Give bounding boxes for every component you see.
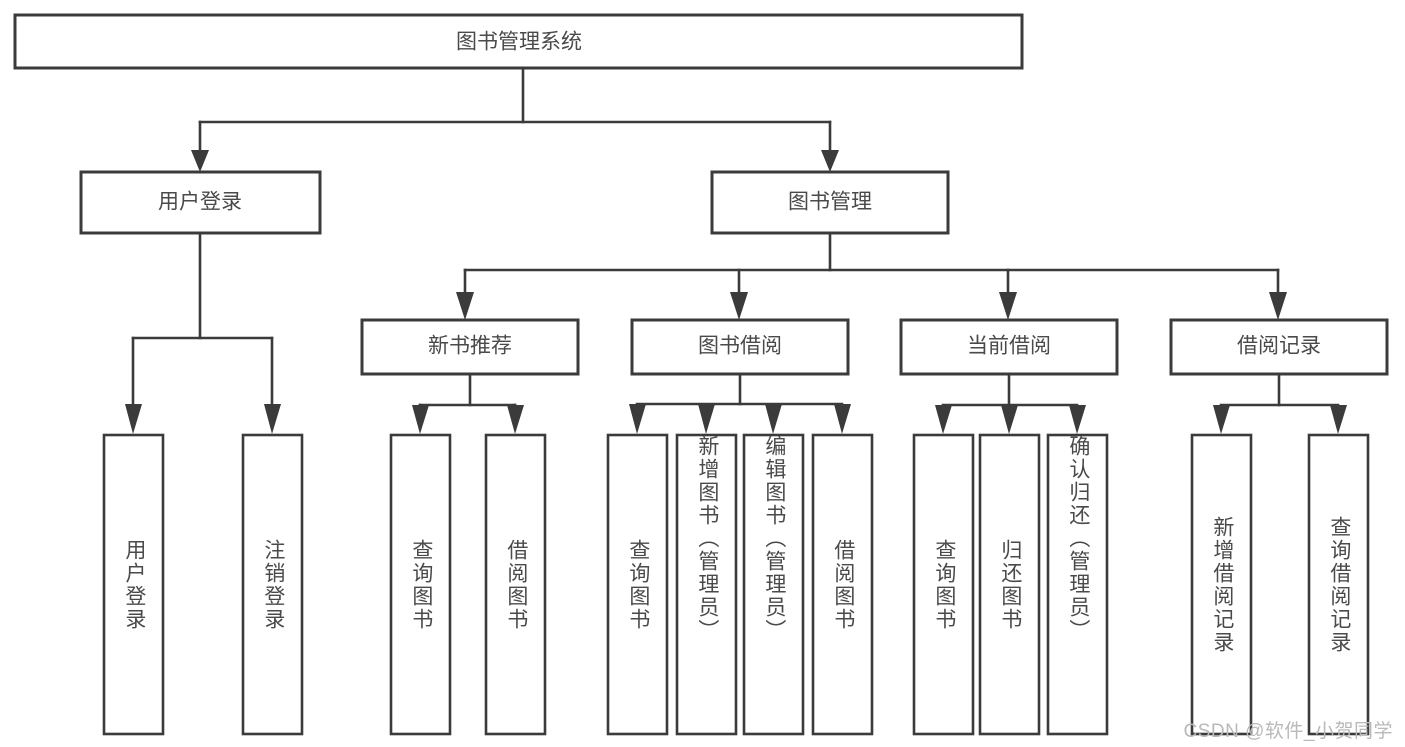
- leaf-query-record-box[interactable]: [1307, 433, 1370, 736]
- leaf-query-book-1-box[interactable]: [389, 433, 452, 736]
- arrowhead-current-borrow: [999, 292, 1017, 320]
- leaf-user-login-box[interactable]: [102, 433, 165, 736]
- arrowhead-leaf-query-book-2: [629, 404, 646, 434]
- arrowhead-leaf-add-record: [1213, 405, 1230, 434]
- leaf-return-book-box[interactable]: [978, 433, 1041, 736]
- connector-group-current-borrow: [935, 372, 1086, 434]
- node-book-borrow-label: 图书借阅: [698, 335, 782, 358]
- leaf-boxes: [102, 433, 1370, 736]
- node-book-management-label: 图书管理: [788, 191, 872, 214]
- arrowhead-leaf-query-record: [1330, 405, 1347, 434]
- node-book-management-system[interactable]: 图书管理系统: [13, 13, 1024, 70]
- node-user-login[interactable]: 用户登录: [79, 170, 322, 235]
- arrowhead-leaf-add-book: [698, 404, 715, 434]
- leaf-query-book-3-box[interactable]: [912, 433, 975, 736]
- connector-group-user-login: [125, 231, 281, 434]
- arrowhead-leaf-query-book-1: [412, 405, 429, 434]
- arrowhead-leaf-borrow-book-1: [507, 405, 524, 434]
- arrowhead-leaf-confirm-return: [1069, 405, 1086, 434]
- node-current-borrow-box[interactable]: [899, 318, 1119, 376]
- leaf-add-record-box[interactable]: [1190, 433, 1253, 736]
- node-user-login-box[interactable]: [79, 170, 322, 235]
- leaf-add-book-box[interactable]: [675, 433, 738, 736]
- node-book-management-box[interactable]: [710, 170, 950, 235]
- arrowhead-user-login: [191, 150, 209, 172]
- node-current-borrow-label: 当前借阅: [967, 335, 1051, 358]
- node-borrow-record-label: 借阅记录: [1237, 335, 1321, 358]
- arrowhead-new-book-recommend: [456, 292, 474, 320]
- connector-group-new-book-recommend: [412, 372, 524, 434]
- leaf-borrow-book-1-box[interactable]: [484, 433, 547, 736]
- leaf-edit-book-box[interactable]: [742, 433, 805, 736]
- node-book-management-system-label: 图书管理系统: [456, 31, 582, 54]
- node-current-borrow[interactable]: 当前借阅: [899, 318, 1119, 376]
- node-borrow-record-box[interactable]: [1169, 318, 1389, 376]
- arrowhead-book-management: [821, 150, 839, 172]
- connector-group-borrow-record: [1213, 372, 1347, 434]
- arrowhead-leaf-edit-book: [765, 404, 782, 434]
- node-new-book-recommend[interactable]: 新书推荐: [360, 318, 580, 376]
- arrowhead-leaf-logout-login: [264, 404, 281, 434]
- leaf-logout-login-box[interactable]: [241, 433, 304, 736]
- leaf-query-book-2-box[interactable]: [606, 433, 669, 736]
- leaf-confirm-return-box[interactable]: [1046, 433, 1109, 736]
- leaf-borrow-book-2-box[interactable]: [811, 433, 874, 736]
- arrowhead-borrow-record: [1269, 292, 1287, 320]
- arrowhead-book-borrow: [730, 292, 748, 320]
- node-user-login-label: 用户登录: [158, 191, 242, 214]
- arrowhead-leaf-query-book-3: [935, 405, 952, 434]
- arrowhead-leaf-borrow-book-2: [834, 404, 851, 434]
- node-book-borrow-box[interactable]: [630, 318, 850, 376]
- node-book-management-system-box[interactable]: [13, 13, 1024, 70]
- connector-group-book-management: [456, 231, 1287, 320]
- node-book-borrow[interactable]: 图书借阅: [630, 318, 850, 376]
- arrowhead-leaf-user-login: [125, 404, 142, 434]
- watermark-text: CSDN @软件_小贺同学: [1183, 721, 1393, 742]
- connector-group-book-borrow: [629, 372, 851, 434]
- node-borrow-record[interactable]: 借阅记录: [1169, 318, 1389, 376]
- node-new-book-recommend-box[interactable]: [360, 318, 580, 376]
- connector-group-root: [191, 66, 839, 172]
- node-book-management[interactable]: 图书管理: [710, 170, 950, 235]
- node-new-book-recommend-label: 新书推荐: [428, 335, 512, 358]
- arrowhead-leaf-return-book: [1001, 405, 1018, 434]
